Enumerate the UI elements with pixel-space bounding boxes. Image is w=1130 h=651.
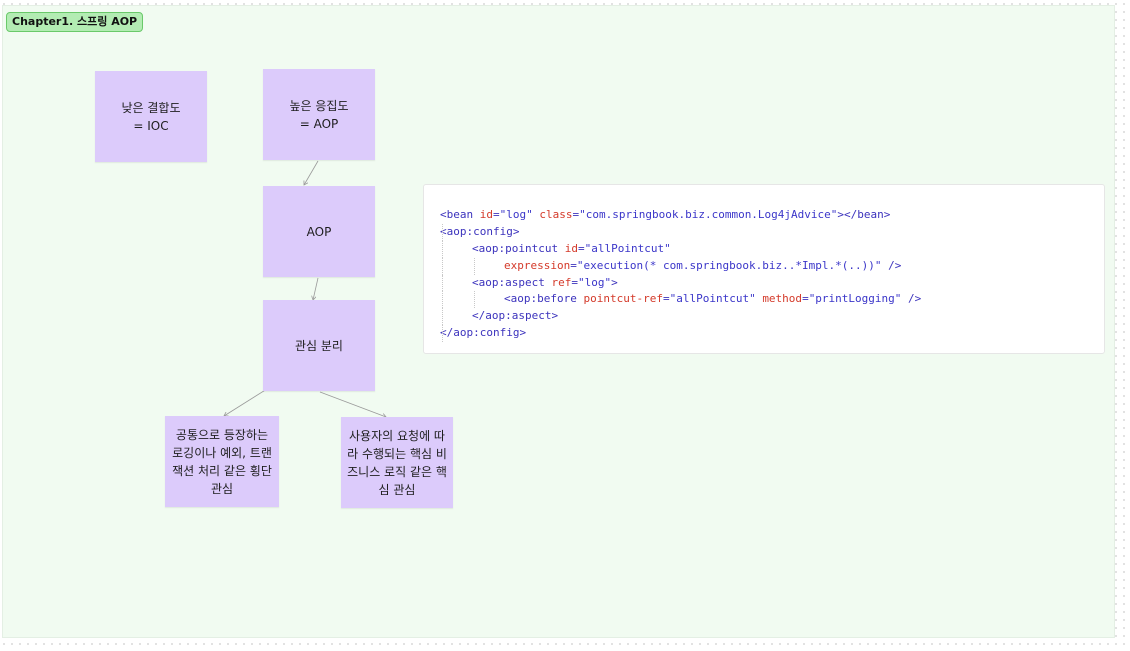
code-token: = [572, 208, 580, 221]
code-token: </aop:aspect> [472, 309, 559, 323]
code-line: <aop:aspect ref="log"> [440, 274, 921, 292]
sticky-note-separation-of-concerns[interactable]: 관심 분리 [263, 300, 375, 391]
indent-guide [442, 291, 443, 309]
code-token: "log" [577, 275, 612, 289]
indent-guide [442, 240, 443, 258]
code-token: "com.springbook.biz.common.Log4jAdvice" [579, 208, 838, 221]
indent-guide [442, 308, 443, 326]
indent-guide [442, 274, 443, 292]
code-token: ref [551, 275, 572, 289]
code-token: "allPointcut" [669, 292, 756, 306]
code-line: </aop:aspect> [440, 308, 921, 326]
code-line: <bean id="log" class="com.springbook.biz… [440, 207, 921, 224]
code-token: > [611, 275, 618, 289]
frame-title[interactable]: Chapter1. 스프링 AOP [6, 12, 144, 32]
code-token: </aop:config> [440, 326, 527, 340]
code-line: </aop:config> [440, 325, 921, 343]
code-line: expression="execution(* com.springbook.b… [440, 257, 921, 275]
code-line: <aop:config> [440, 223, 921, 241]
code-token: class [539, 208, 573, 221]
indent-guide [442, 223, 443, 241]
code-token: = [493, 208, 500, 221]
indent-guide [474, 291, 475, 309]
code-token: id [564, 241, 578, 255]
indent-guide [442, 257, 443, 275]
code-token: = [662, 292, 670, 306]
code-token: <aop:aspect [472, 275, 552, 289]
code-token: <aop:config> [440, 224, 520, 238]
code-line: <aop:before pointcut-ref="allPointcut" m… [440, 291, 922, 309]
indent-guide [474, 257, 475, 275]
code-token: <aop:before [504, 292, 584, 306]
code-token: = [577, 241, 585, 255]
code-token: <aop:pointcut [472, 241, 565, 255]
code-token: "execution(* com.springbook.biz..*Impl.*… [576, 258, 882, 272]
code-token: expression [504, 258, 571, 272]
code-token: /> [881, 258, 902, 272]
code-token: pointcut-ref [583, 292, 663, 306]
code-token: method [762, 292, 803, 306]
code-line: <aop:pointcut id="allPointcut" [440, 240, 921, 258]
code-token: = [571, 275, 578, 289]
code-line [440, 342, 921, 359]
code-token: <bean [440, 208, 480, 221]
code-token: id [479, 208, 493, 221]
sticky-note-aop[interactable]: AOP [263, 186, 375, 277]
code-token: = [802, 292, 809, 306]
sticky-note-high-cohesion[interactable]: 높은 응집도 = AOP [263, 69, 375, 160]
code-block[interactable]: <bean id="log" class="com.springbook.biz… [423, 184, 1105, 354]
code-content: <bean id="log" class="com.springbook.biz… [440, 207, 921, 359]
connector-separation-to-core[interactable] [319, 391, 386, 417]
connector-aop-to-separation[interactable] [313, 277, 319, 300]
connector-cohesion-to-aop[interactable] [304, 160, 319, 185]
code-token: "allPointcut" [584, 241, 671, 255]
sticky-note-core-concern[interactable]: 사용자의 요청에 따 라 수행되는 핵심 비 즈니스 로직 같은 핵 심 관심 [341, 417, 453, 508]
code-token: ></bean> [837, 208, 891, 221]
indent-guide [442, 325, 443, 343]
code-token: = [570, 258, 577, 272]
code-token: "printLogging" [808, 292, 902, 306]
sticky-note-crosscutting-concern[interactable]: 공통으로 등장하는 로깅이나 예외, 트랜 잭션 처리 같은 횡단 관심 [165, 416, 279, 507]
code-token: /> [901, 292, 922, 306]
sticky-note-low-coupling[interactable]: 낮은 결합도 = IOC [95, 71, 207, 162]
code-token: "log" [499, 208, 533, 221]
